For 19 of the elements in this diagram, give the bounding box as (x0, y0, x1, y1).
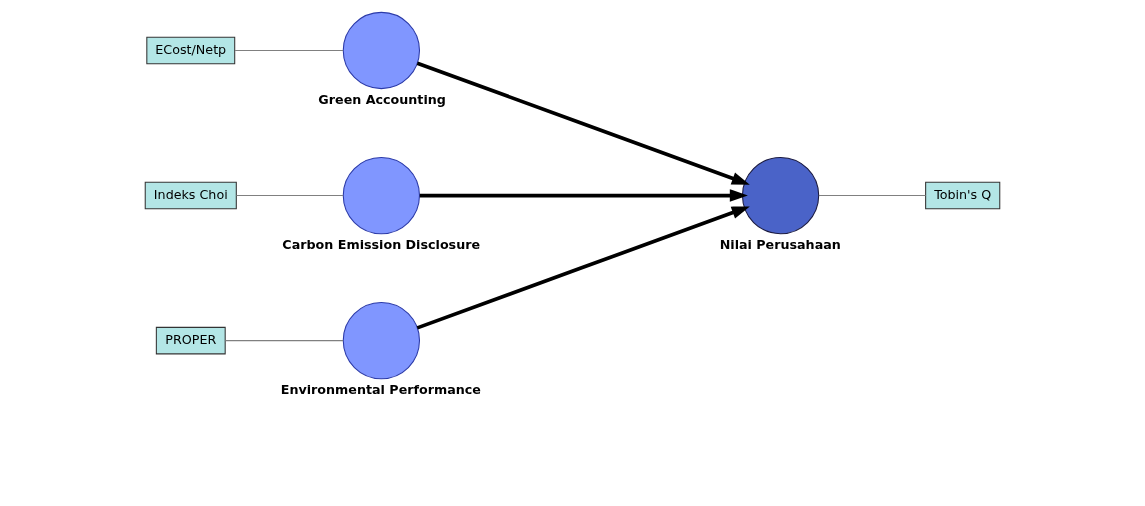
node-circle (342, 301, 420, 380)
connector (225, 340, 344, 342)
node-circle (342, 156, 420, 235)
arrow (416, 61, 750, 185)
node-box: Indeks Choi (144, 181, 237, 210)
node-box: ECost/Netp (146, 36, 236, 65)
arrow (419, 189, 748, 202)
node-label: Environmental Performance (280, 382, 481, 398)
connector (818, 195, 927, 197)
arrow (416, 206, 750, 330)
node-circle (342, 11, 420, 90)
node-label: Green Accounting (318, 92, 446, 108)
node-box: PROPER (155, 326, 226, 355)
connector (235, 195, 344, 197)
node-label: Carbon Emission Disclosure (282, 237, 481, 253)
node-label: Nilai Perusahaan (719, 237, 841, 253)
node-circle (741, 156, 820, 235)
connector (234, 49, 344, 51)
node-box: Tobin's Q (925, 181, 1001, 210)
